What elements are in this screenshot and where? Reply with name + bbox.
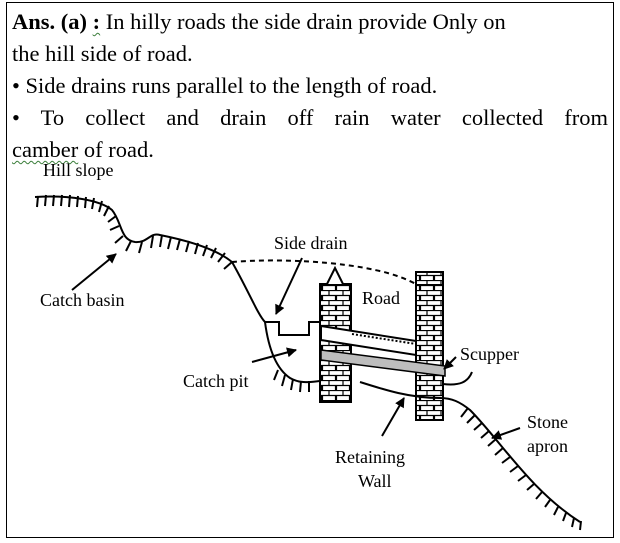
valley-slope-line: [359, 381, 581, 523]
label-retaining-wall-1: Retaining: [335, 447, 405, 467]
catch-basin-arrow: [71, 253, 117, 291]
right-column-cap: [415, 271, 444, 284]
left-column-cap: [326, 265, 344, 285]
label-road: Road: [362, 288, 400, 308]
label-catch-pit: Catch pit: [183, 371, 249, 391]
bullet-2-text: To collect and drain off rain water coll…: [40, 105, 608, 130]
answer-label: Ans. (a): [12, 9, 88, 34]
answer-line-1-text: In hilly roads the side drain provide On…: [100, 9, 506, 34]
bullet-1: • Side drains runs parallel to the lengt…: [12, 70, 608, 102]
answer-text: Ans. (a) : In hilly roads the side drain…: [12, 6, 608, 166]
scupper-pipe: [320, 349, 446, 377]
label-side-drain: Side drain: [274, 233, 348, 253]
label-retaining-wall-2: Wall: [358, 471, 392, 491]
valley-hatching: [460, 407, 582, 531]
label-stone-apron-2: apron: [527, 436, 568, 456]
road-camber-dots: [351, 333, 417, 345]
side-drain-arrow: [275, 257, 303, 315]
bullet-2-continuation: camber of road.: [12, 134, 608, 166]
catch-pit-arrow: [251, 347, 297, 363]
bullet-2-marker: •: [12, 105, 20, 130]
answer-box: [6, 2, 614, 538]
catch-pit-hatching: [273, 369, 310, 393]
bullet-1-marker: •: [12, 73, 20, 98]
bullet-1-text: Side drains runs parallel to the length …: [25, 73, 438, 98]
hill-slope-hatching: [36, 194, 233, 270]
retaining-wall-arrow: [381, 397, 405, 437]
scupper-outlet-curve: [442, 371, 473, 386]
label-hill-slope: Hill slope: [43, 160, 114, 180]
label-catch-basin: Catch basin: [40, 290, 124, 310]
stone-apron-arrow: [491, 427, 521, 440]
answer-line-2: the hill side of road.: [12, 41, 193, 66]
road-deck: [320, 324, 417, 357]
side-drain-channel: [265, 321, 324, 336]
original-ground-dashed: [231, 259, 417, 285]
camber-word: camber: [12, 137, 79, 162]
right-retaining-column: [415, 283, 444, 421]
catch-pit-ground: [264, 321, 321, 384]
scupper-arrow: [443, 356, 457, 370]
answer-line-1: Ans. (a) : In hilly roads the side drain…: [12, 6, 608, 38]
label-stone-apron-1: Stone: [527, 412, 568, 432]
hill-slope-line: [34, 195, 266, 323]
bullet-2-cont-text: of road.: [83, 137, 154, 162]
bullet-2: • To collect and drain off rain water co…: [12, 102, 608, 134]
answer-colon: :: [92, 9, 101, 34]
label-scupper: Scupper: [460, 344, 519, 364]
